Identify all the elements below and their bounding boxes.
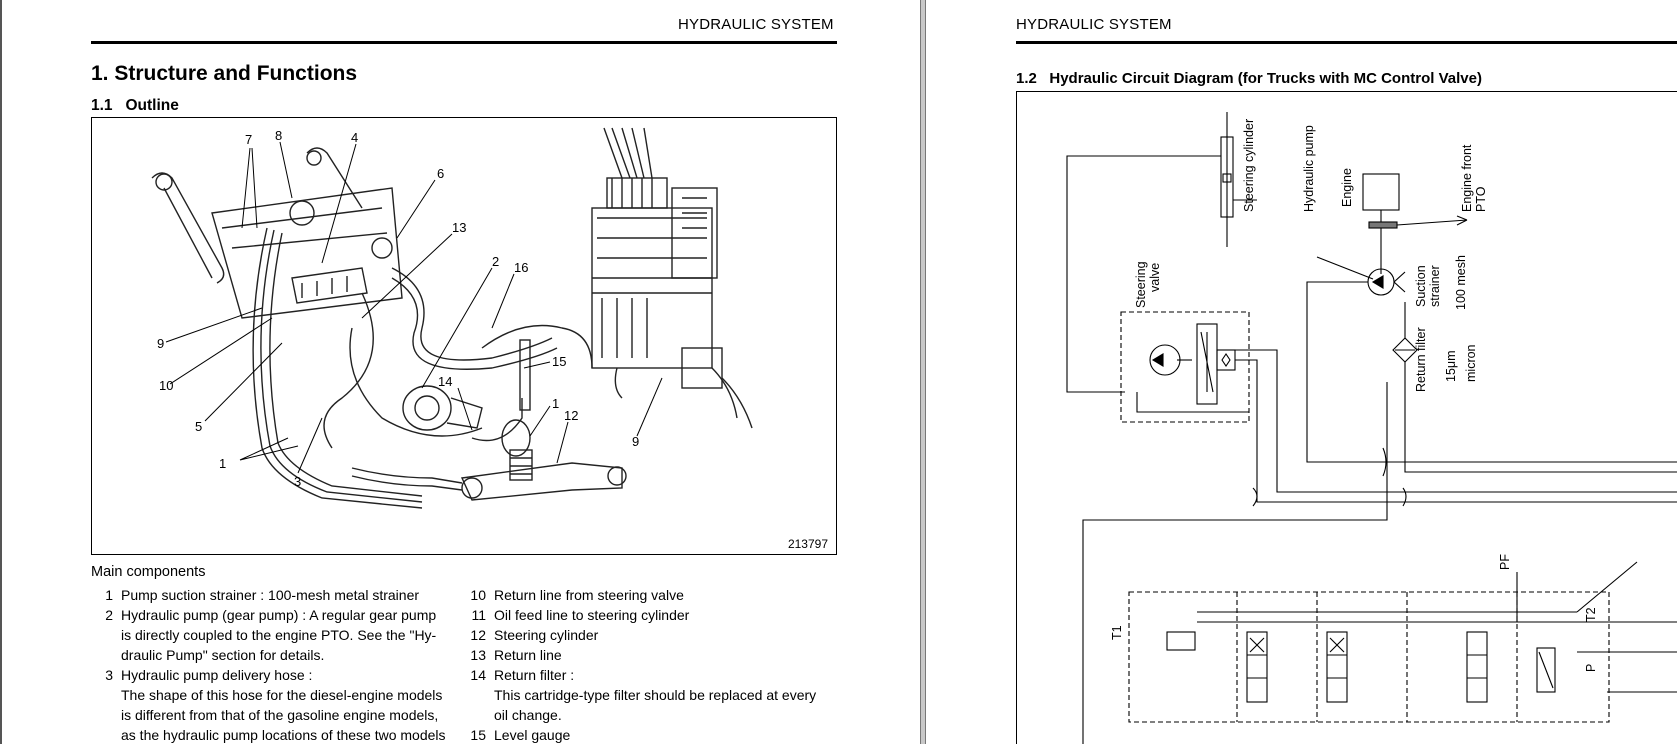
label-return-filter: Return filter <box>1414 327 1428 392</box>
header-rule <box>91 41 837 44</box>
callout-13: 13 <box>452 220 466 235</box>
label-15um: 15μm <box>1444 350 1458 382</box>
components-title: Main components <box>91 564 206 580</box>
item-number: 11 <box>471 607 486 623</box>
label-engine: Engine <box>1340 168 1354 207</box>
item-text: Return line from steering valve <box>494 587 684 603</box>
subsection-title: Outline <box>125 97 179 114</box>
label-valve: valve <box>1148 263 1162 292</box>
hydraulic-layout-illustration: 7 8 4 6 13 2 16 9 10 15 14 1 12 5 1 3 9 <box>151 127 753 509</box>
callout-1: 1 <box>552 396 559 411</box>
item-text: is different from that of the gasoline e… <box>121 707 439 723</box>
list-item: 14 Return filter : This cartridge-type f… <box>464 665 844 725</box>
components-list-right: 10 Return line from steering valve 11 Oi… <box>464 585 844 744</box>
callout-5: 5 <box>195 419 202 434</box>
callout-9b: 9 <box>632 434 639 449</box>
list-item: 10 Return line from steering valve <box>464 585 844 605</box>
item-text: Level gauge <box>494 727 571 743</box>
hydraulic-circuit-svg: Steering cylinder Hydraulic pump Engine … <box>1066 112 1677 744</box>
item-text: oil change. <box>494 707 562 723</box>
page-gap <box>920 0 926 744</box>
item-text: Return filter : <box>494 667 575 683</box>
callout-14: 14 <box>438 374 452 389</box>
item-text: Return line <box>494 647 562 663</box>
item-text: draulic Pump" section for details. <box>121 647 325 663</box>
label-t2: T2 <box>1584 607 1598 622</box>
callout-1b: 1 <box>219 456 226 471</box>
item-text: Hydraulic pump (gear pump) : A regular g… <box>121 607 437 623</box>
outline-figure: 7 8 4 6 13 2 16 9 10 15 14 1 12 5 1 3 9 … <box>91 117 837 555</box>
page-header: HYDRAULIC SYSTEM <box>1016 16 1172 33</box>
callout-7: 7 <box>245 132 252 147</box>
label-steering: Steering <box>1134 261 1148 308</box>
callout-6: 6 <box>437 166 444 181</box>
list-item: 1 Pump suction strainer : 100-mesh metal… <box>91 585 469 605</box>
label-t1: T1 <box>1110 625 1124 640</box>
label-pto: PTO <box>1474 186 1488 212</box>
subsection-number: 1.1 <box>91 97 113 114</box>
item-number: 2 <box>105 607 113 623</box>
label-hydraulic-pump: Hydraulic pump <box>1302 125 1316 212</box>
item-text: as the hydraulic pump locations of these… <box>121 727 446 743</box>
left-page: HYDRAULIC SYSTEM 1. Structure and Functi… <box>0 0 844 744</box>
list-item: 13 Return line <box>464 645 844 665</box>
subsection-title: Hydraulic Circuit Diagram (for Trucks wi… <box>1049 70 1482 87</box>
item-text: Steering cylinder <box>494 627 599 643</box>
list-item: 12 Steering cylinder <box>464 625 844 645</box>
label-p: P <box>1584 664 1598 672</box>
header-rule <box>1016 41 1677 44</box>
label-suction: Suction <box>1414 265 1428 307</box>
item-number: 13 <box>470 647 486 663</box>
label-micron: micron <box>1464 344 1478 382</box>
callout-2: 2 <box>492 254 499 269</box>
item-number: 3 <box>105 667 113 683</box>
item-text: is directly coupled to the engine PTO. S… <box>121 627 437 643</box>
item-number: 12 <box>470 627 486 643</box>
label-pf: PF <box>1498 554 1512 570</box>
callout-9: 9 <box>157 336 164 351</box>
item-number: 1 <box>105 587 113 603</box>
item-text: Hydraulic pump delivery hose : <box>121 667 313 683</box>
list-item: 15 Level gauge <box>464 725 844 744</box>
label-strainer: strainer <box>1428 265 1442 307</box>
callout-4: 4 <box>351 130 358 145</box>
right-page: HYDRAULIC SYSTEM 1.2 Hydraulic Circuit D… <box>926 0 1677 744</box>
item-number: 10 <box>470 587 486 603</box>
item-text: Oil feed line to steering cylinder <box>494 607 690 623</box>
label-100-mesh: 100 mesh <box>1454 255 1468 310</box>
item-number: 14 <box>470 667 486 683</box>
callout-15: 15 <box>552 354 566 369</box>
list-item: 11 Oil feed line to steering cylinder <box>464 605 844 625</box>
page-header: HYDRAULIC SYSTEM <box>678 16 834 33</box>
list-item: 2 Hydraulic pump (gear pump) : A regular… <box>91 605 469 665</box>
subsection-number: 1.2 <box>1016 70 1037 87</box>
callout-3: 3 <box>294 474 301 489</box>
callout-10: 10 <box>159 378 173 393</box>
callout-12: 12 <box>564 408 578 423</box>
figure-id: 213797 <box>787 537 828 551</box>
label-steering-cylinder: Steering cylinder <box>1242 119 1256 212</box>
item-number: 15 <box>470 727 486 743</box>
label-engine-front-pto: Engine front <box>1460 144 1474 212</box>
item-text: Pump suction strainer : 100-mesh metal s… <box>121 587 420 603</box>
item-text: The shape of this hose for the diesel-en… <box>121 687 443 703</box>
section-title: 1. Structure and Functions <box>91 62 358 85</box>
callout-8: 8 <box>275 128 282 143</box>
subsection-heading: 1.1 Outline <box>91 97 179 115</box>
callout-16: 16 <box>514 260 528 275</box>
item-text: This cartridge-type filter should be rep… <box>494 687 817 703</box>
circuit-diagram: Steering cylinder Hydraulic pump Engine … <box>1016 91 1677 744</box>
components-list-left: 1 Pump suction strainer : 100-mesh metal… <box>91 585 469 744</box>
subsection-heading: 1.2 Hydraulic Circuit Diagram (for Truck… <box>1016 70 1482 87</box>
list-item: 3 Hydraulic pump delivery hose : The sha… <box>91 665 469 744</box>
